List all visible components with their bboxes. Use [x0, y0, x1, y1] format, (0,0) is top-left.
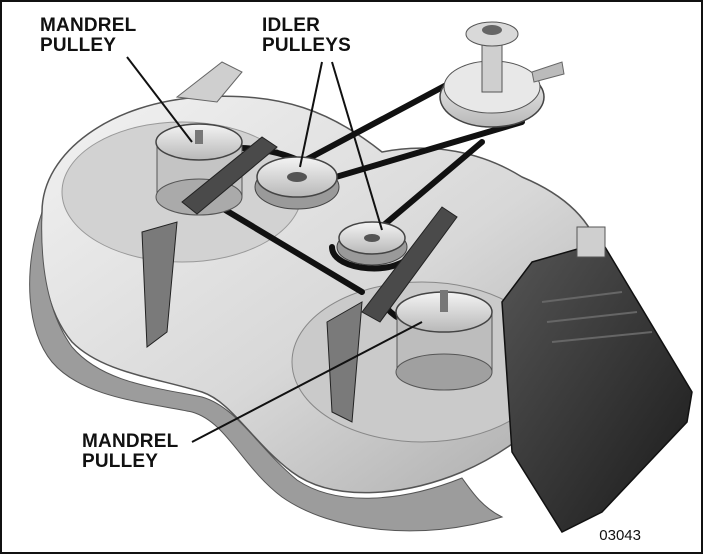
leader-idler-2 — [331, 61, 383, 231]
rear-guard — [175, 61, 243, 103]
idler-pulley-2 — [336, 221, 408, 266]
discharge-chute — [501, 226, 693, 533]
belt-diagonal — [209, 199, 365, 295]
belt-lower-run — [299, 119, 525, 190]
leader-mandrel-top — [126, 56, 193, 143]
leader-idler-1 — [299, 61, 323, 168]
figure-number: 03043 — [599, 527, 641, 544]
label-mandrel-pulley-top: MANDREL PULLEY — [40, 15, 137, 56]
label-mandrel-pulley-bottom: MANDREL PULLEY — [82, 431, 179, 472]
engine-pulley — [439, 21, 565, 128]
mandrel-pulley-lower — [395, 290, 493, 391]
idler-pulley-1 — [254, 156, 340, 210]
label-idler-pulleys: IDLER PULLEYS — [262, 15, 352, 56]
leader-mandrel-bottom — [191, 321, 423, 443]
deck-skirt — [29, 211, 504, 532]
leader-lines — [126, 56, 423, 443]
